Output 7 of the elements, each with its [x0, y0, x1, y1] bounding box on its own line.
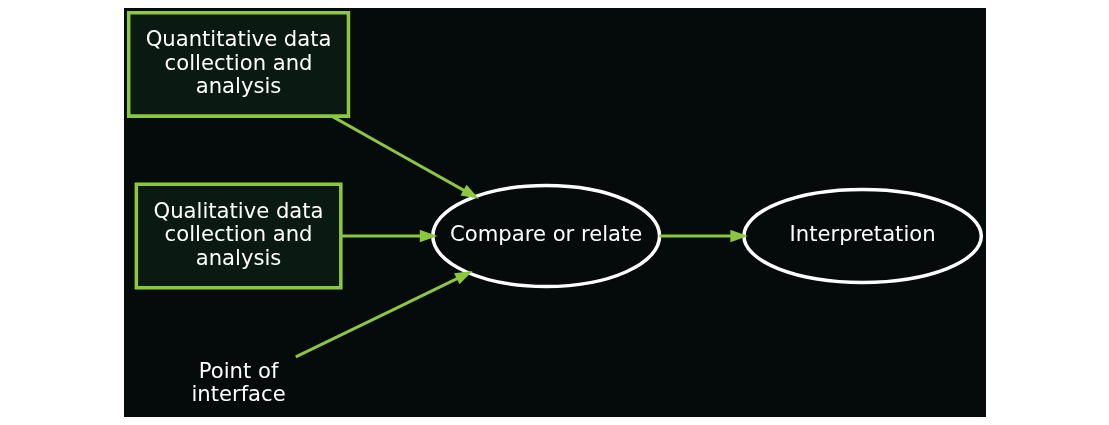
node-box: Quantitative data collection and analysis — [126, 10, 350, 118]
arrow — [294, 271, 473, 359]
node-box: Qualitative data collection and analysis — [134, 182, 343, 290]
node-ellipse: Interpretation — [741, 187, 983, 285]
arrow — [340, 229, 437, 243]
arrow — [658, 229, 748, 243]
node-text: Point of interface — [190, 357, 286, 406]
